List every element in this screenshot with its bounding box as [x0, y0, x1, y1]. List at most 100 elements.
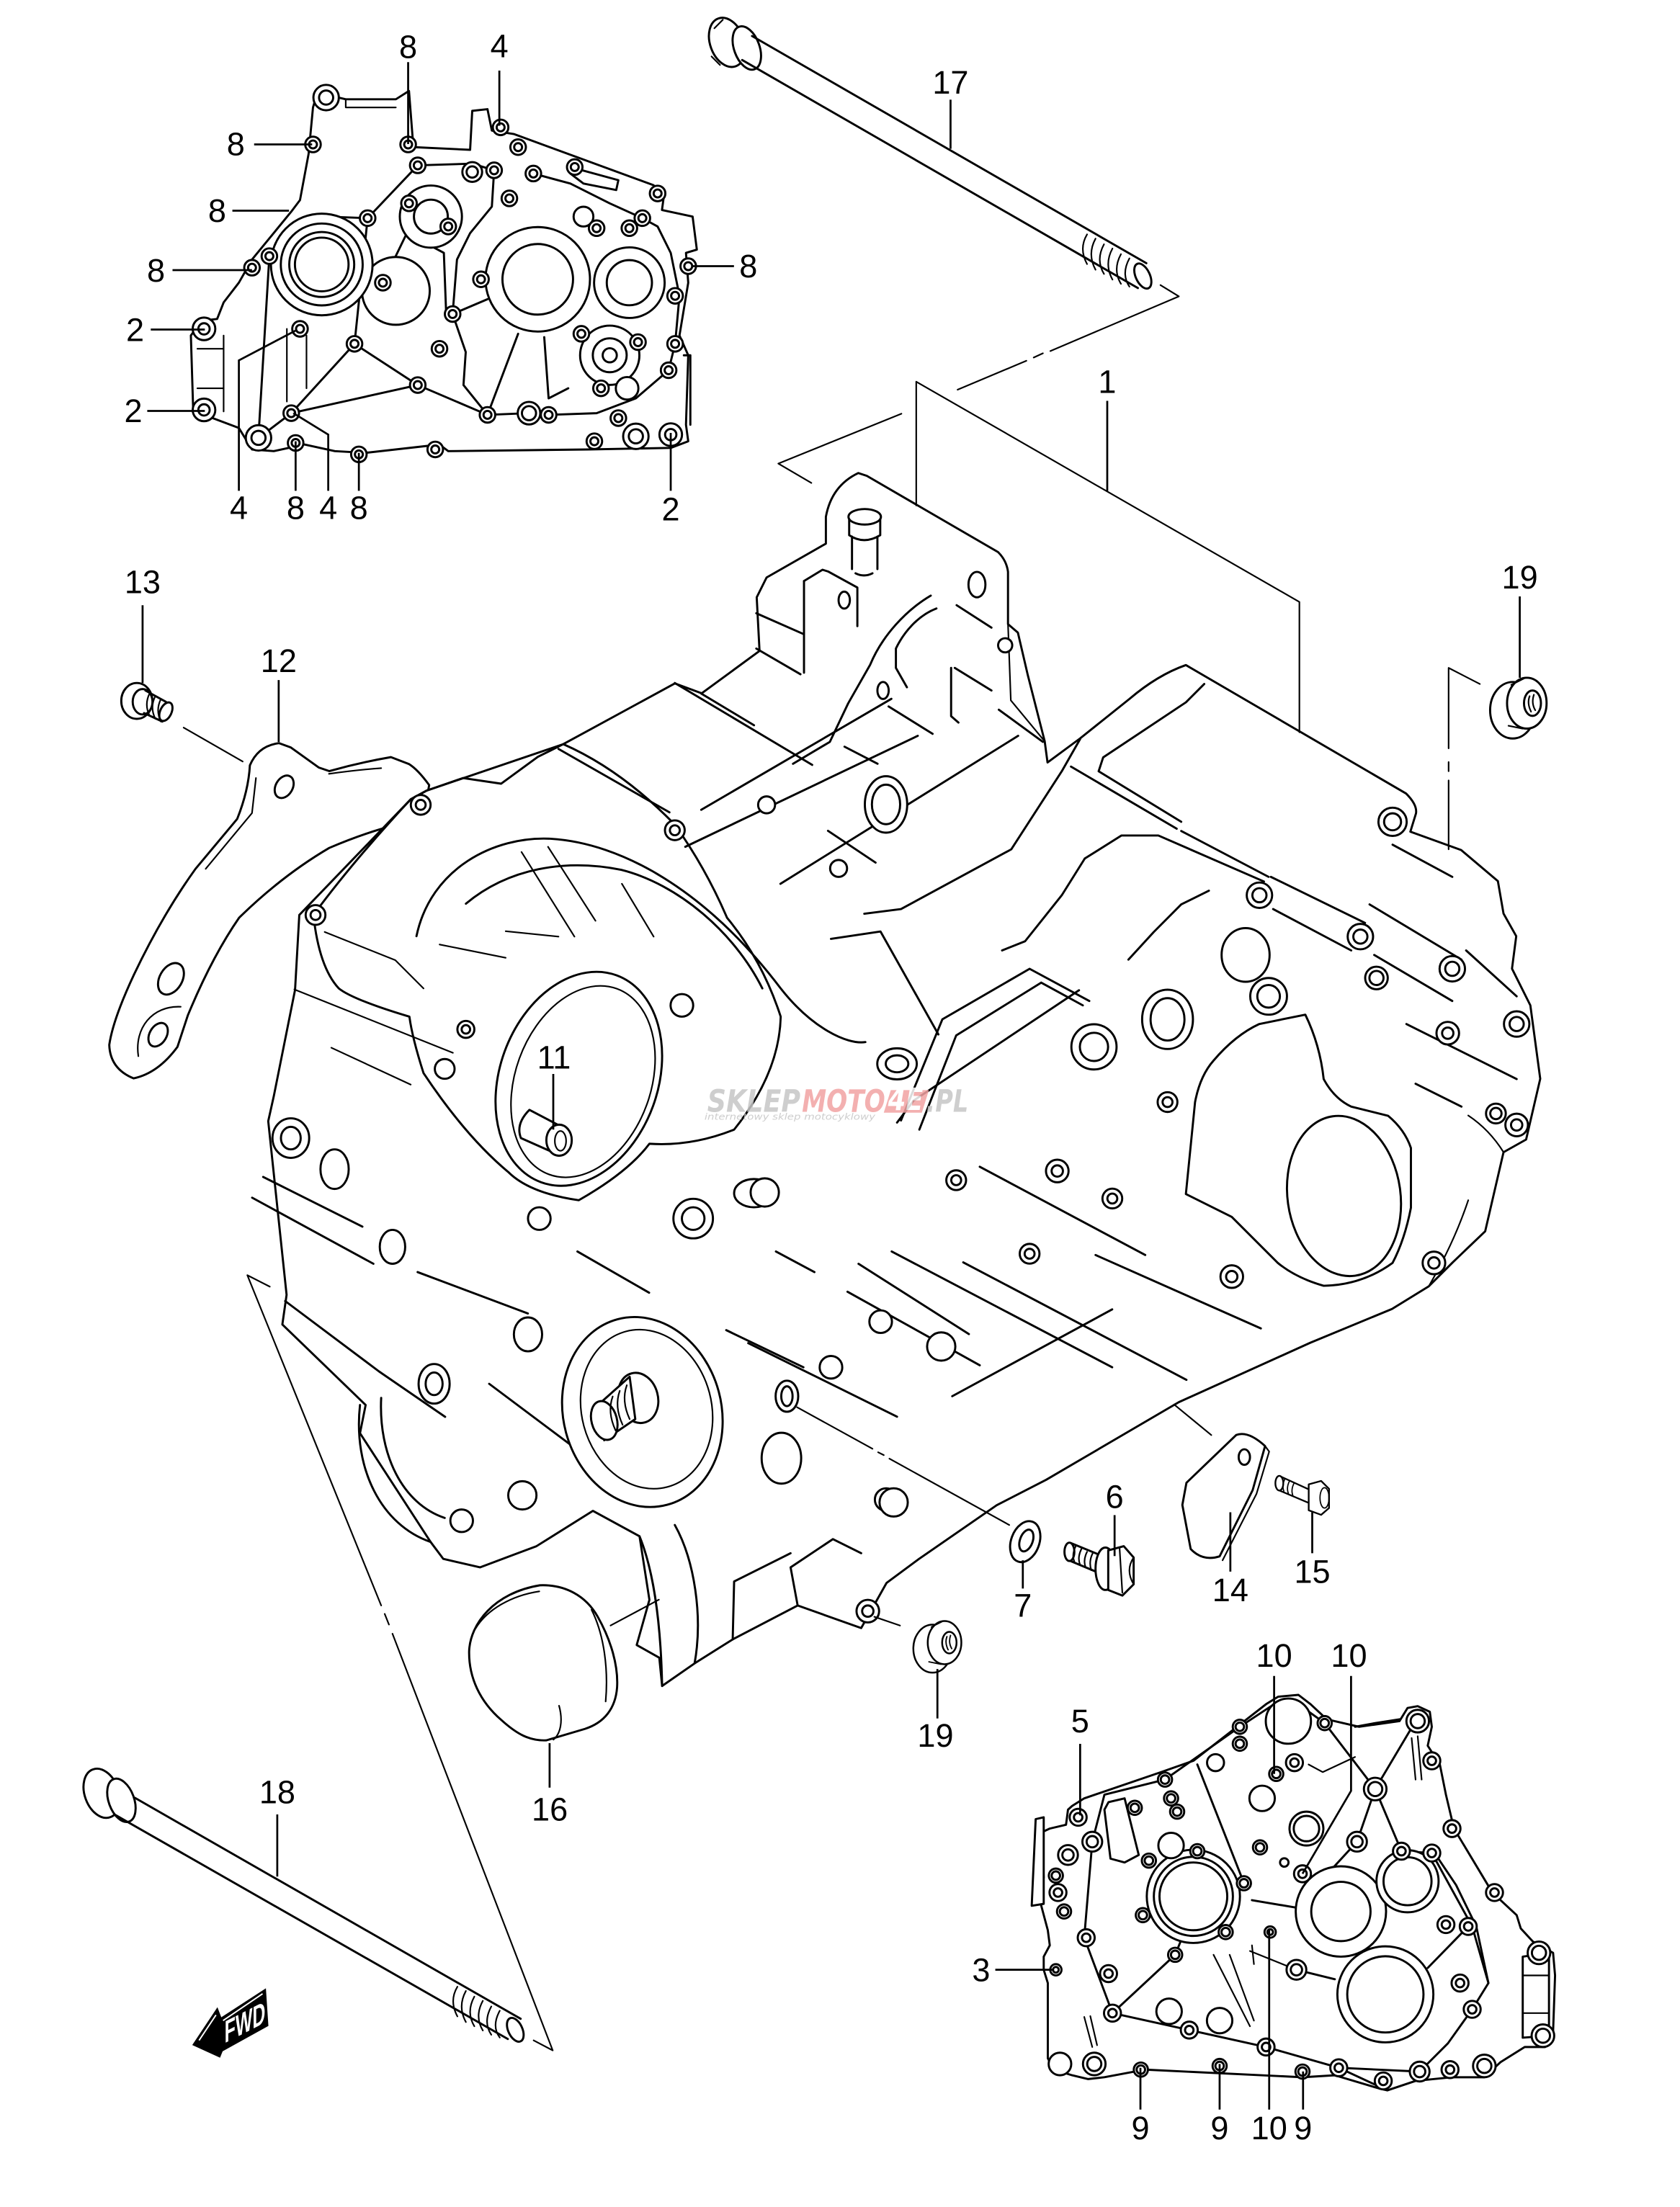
- inset-bolt-hole-bore: [412, 160, 423, 171]
- cap-rim: [475, 1590, 607, 1741]
- tower-rib: [792, 594, 932, 765]
- inset-bolt-hole-bore: [1061, 1848, 1075, 1862]
- inset-bolt-hole-bore: [403, 198, 414, 209]
- inset-detail: [1251, 1944, 1255, 1965]
- inset-bolt-hole-bore: [318, 89, 334, 106]
- bolt-thread: [452, 1986, 501, 2038]
- crankcase-bolt-hole: [756, 795, 777, 815]
- crankcase-bolt-hole: [527, 1206, 552, 1231]
- inset-bolt-hole-bore: [1396, 1845, 1407, 1857]
- inset-bolt-hole: [615, 375, 640, 401]
- inset-bolt-hole-bore: [1455, 1977, 1466, 1989]
- inset-bolt-hole-bore: [1530, 1944, 1547, 1961]
- bracket-edge: [1221, 1445, 1270, 1562]
- inset-rib: [1354, 1718, 1401, 1728]
- upper-case-ribs: [557, 681, 1019, 885]
- inset-bolt-hole-bore: [501, 243, 574, 316]
- callout-label: 7: [1014, 1588, 1032, 1624]
- inset-bolt-hole-bore: [1426, 1848, 1437, 1858]
- callout-label: 4: [491, 28, 509, 65]
- assembly-line-17: [957, 284, 1180, 391]
- bracket-edge: [328, 767, 383, 775]
- inset-bolt-hole-bore: [434, 344, 445, 354]
- inset-rib: [290, 384, 419, 415]
- inset-rib: [486, 332, 519, 416]
- assembly-line-19: [1447, 667, 1481, 851]
- center-notch: [900, 967, 1091, 1131]
- callout-bracket-1: [915, 380, 1300, 733]
- crankcase-bolt-hole-bore: [1352, 928, 1369, 945]
- watermark-text-pl: .PL: [926, 1084, 969, 1120]
- crankcase-bolt-hole: [876, 681, 890, 700]
- bolt-end: [1133, 262, 1153, 290]
- bolt-6: [1063, 1541, 1135, 1597]
- inset-bolt-hole-bore: [513, 142, 524, 153]
- inset-bolt-hole-bore: [430, 444, 441, 455]
- callout-label: 16: [532, 1791, 568, 1827]
- crankcase-bolt-hole: [669, 993, 694, 1018]
- crankcase-bolt-hole: [837, 590, 852, 610]
- inset-bolt-hole-bore: [475, 274, 486, 285]
- callout-label: 17: [932, 64, 968, 101]
- inset-bolt-hole-bore: [495, 122, 506, 133]
- bracket-hole: [273, 774, 295, 800]
- bolt-end: [158, 701, 174, 722]
- crankcase-bolt-hole: [760, 1431, 803, 1485]
- nut-thread: [945, 1634, 953, 1651]
- crankcase-bolt-hole-bore: [1225, 1270, 1239, 1284]
- callout-label: 5: [1071, 1703, 1089, 1740]
- callout-label: 8: [350, 489, 368, 526]
- inset-detail: [1089, 2015, 1098, 2046]
- inset-bolt-hole-bore: [1444, 2064, 1456, 2075]
- crankcase-bolt-hole-bore: [885, 1054, 910, 1074]
- inset-bolt-hole-bore: [1058, 1906, 1070, 1917]
- crankcase-bolt-hole-bore: [414, 799, 427, 811]
- inset-bolt-hole-bore: [627, 428, 644, 445]
- inset-bolt-hole-bore: [443, 221, 454, 232]
- leader-line: [1301, 1675, 1352, 1875]
- inset-bolt-hole-bore: [1489, 1887, 1500, 1898]
- inset-bolt-hole-bore: [465, 165, 479, 179]
- crankcase-bolt-hole-bore: [1256, 984, 1282, 1009]
- front-block-lines: [293, 931, 454, 1085]
- leader-line: [292, 412, 329, 491]
- callout-label: 10: [1256, 1637, 1292, 1674]
- callout-label: 4: [319, 489, 337, 526]
- callout-label: 15: [1294, 1554, 1330, 1590]
- inset-bolt-hole-bore: [528, 168, 539, 179]
- inset-bolt-hole-bore: [1319, 1717, 1331, 1729]
- lower-bell: [638, 1523, 700, 1688]
- inset-bolt-hole-bore: [589, 436, 599, 447]
- inset-bolt-hole-bore: [1333, 2062, 1344, 2074]
- crankcase-bolt-hole: [997, 637, 1014, 654]
- inset-detail: [1212, 1953, 1251, 2028]
- crankcase-bolt-hole-bore: [1444, 960, 1461, 977]
- inset-bolt-hole-bore: [652, 188, 663, 199]
- crankcase-bolt-hole: [818, 1355, 844, 1380]
- crankcase-bolt-hole: [1220, 927, 1271, 983]
- inset-bolt-hole-bore: [1234, 1721, 1246, 1732]
- crankcase-bolt-hole-bore: [1078, 1031, 1109, 1062]
- callout-label: 6: [1106, 1479, 1124, 1516]
- nut-thread: [1527, 694, 1537, 713]
- assembly-line-18: [246, 1274, 554, 2051]
- inset-bolt-hole-bore: [1166, 1793, 1176, 1804]
- arrow-highlight: [198, 1993, 264, 2041]
- bolt-head-facet: [1118, 1546, 1135, 1594]
- assembly-line-7: [796, 1406, 1011, 1526]
- inset-bolt-hole-bore: [1169, 1949, 1181, 1961]
- bracket-boss: [137, 1006, 182, 1057]
- crankcase-bolt-hole-bore: [309, 908, 322, 921]
- inset-bolt-hole-bore: [1220, 1926, 1231, 1938]
- inset-bolt-hole-bore: [1462, 1921, 1474, 1932]
- callout-label: 11: [537, 1039, 571, 1076]
- inset-bolt-hole: [1155, 1997, 1183, 2025]
- bore-interior-lines: [439, 846, 655, 959]
- inset-bolt-hole-bore: [1413, 2064, 1426, 2079]
- dowel-end: [545, 1123, 573, 1158]
- dowel-11: [518, 1109, 573, 1158]
- inset-detail: [1308, 1756, 1356, 1773]
- washer-7: [1009, 1520, 1042, 1564]
- callout-label: 8: [208, 192, 226, 229]
- nut-19-upper: [1488, 676, 1548, 740]
